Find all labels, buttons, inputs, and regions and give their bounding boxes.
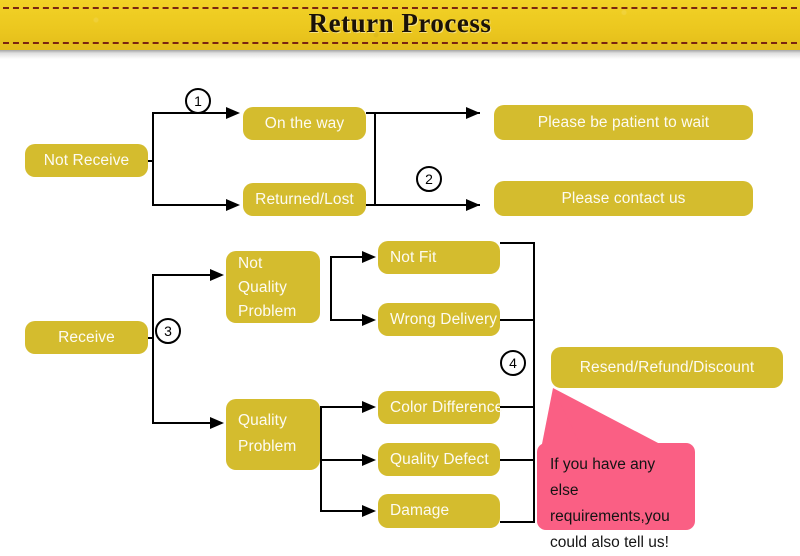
node-quality-problem[interactable]: Quality Problem <box>226 399 320 470</box>
connector-not-fit-out <box>500 242 535 244</box>
node-damage[interactable]: Damage <box>378 494 500 528</box>
node-wrong-delivery[interactable]: Wrong Delivery <box>378 303 500 336</box>
banner-dashed-line-bottom <box>3 42 797 44</box>
connector-quality-fanout <box>320 406 322 511</box>
connector-to-returned-lost <box>152 204 230 206</box>
banner-dashed-line-top <box>3 7 797 9</box>
connector-to-wrong-delivery <box>330 319 366 321</box>
connector-to-color-difference <box>320 406 366 408</box>
arrowhead-to-color-difference <box>362 401 376 413</box>
node-color-difference[interactable]: Color Difference <box>378 391 503 424</box>
connector-receive-stem <box>148 337 154 339</box>
node-on-the-way[interactable]: On the way <box>243 107 366 140</box>
arrowhead-to-please-contact <box>466 199 480 211</box>
connector-not-receive-stem <box>148 160 154 162</box>
node-please-contact-us[interactable]: Please contact us <box>494 181 753 216</box>
connector-wrong-delivery-out <box>500 319 535 321</box>
node-not-receive[interactable]: Not Receive <box>25 144 148 177</box>
page-title: Return Process <box>308 8 492 38</box>
connector-returned-lost-out <box>366 204 376 206</box>
connector-to-please-wait <box>374 112 480 114</box>
node-not-fit[interactable]: Not Fit <box>378 241 500 274</box>
arrowhead-to-returned-lost <box>226 199 240 211</box>
header-banner <box>0 0 800 50</box>
callout-bubble: If you have any else requirements,you co… <box>537 443 695 551</box>
step-marker-3: 3 <box>155 318 181 344</box>
arrowhead-to-not-quality-problem <box>210 269 224 281</box>
step-marker-4: 4 <box>500 350 526 376</box>
connector-section1-collector <box>374 112 376 206</box>
connector-outcome-collector <box>533 242 535 523</box>
arrowhead-to-on-the-way <box>226 107 240 119</box>
node-receive[interactable]: Receive <box>25 321 148 354</box>
connector-quality-defect-out <box>500 459 535 461</box>
connector-to-quality-problem <box>152 422 214 424</box>
connector-to-not-quality-problem <box>152 274 214 276</box>
arrowhead-to-damage <box>362 505 376 517</box>
node-not-quality-problem[interactable]: Not Quality Problem <box>226 251 320 323</box>
connector-receive-trunk <box>152 275 154 424</box>
connector-to-damage <box>320 510 366 512</box>
step-marker-2: 2 <box>416 166 442 192</box>
connector-on-the-way-out <box>366 112 376 114</box>
connector-not-quality-fanout <box>330 257 332 320</box>
step-marker-1: 1 <box>185 88 211 114</box>
connector-to-quality-defect <box>320 459 366 461</box>
arrowhead-to-please-wait <box>466 107 480 119</box>
connector-to-not-fit <box>330 256 366 258</box>
arrowhead-to-quality-problem <box>210 417 224 429</box>
arrowhead-to-quality-defect <box>362 454 376 466</box>
banner-shadow <box>0 50 800 59</box>
connector-damage-out <box>500 521 535 523</box>
node-please-be-patient-to-wait[interactable]: Please be patient to wait <box>494 105 753 140</box>
connector-color-difference-out <box>500 406 535 408</box>
connector-to-please-contact <box>374 204 480 206</box>
connector-to-on-the-way <box>152 112 230 114</box>
connector-not-receive-trunk <box>152 113 154 206</box>
node-resend-refund-discount[interactable]: Resend/Refund/Discount <box>551 347 783 388</box>
node-returned-lost[interactable]: Returned/Lost <box>243 183 366 216</box>
arrowhead-to-wrong-delivery <box>362 314 376 326</box>
arrowhead-to-not-fit <box>362 251 376 263</box>
callout-tail <box>542 388 660 444</box>
node-quality-defect[interactable]: Quality Defect <box>378 443 500 476</box>
